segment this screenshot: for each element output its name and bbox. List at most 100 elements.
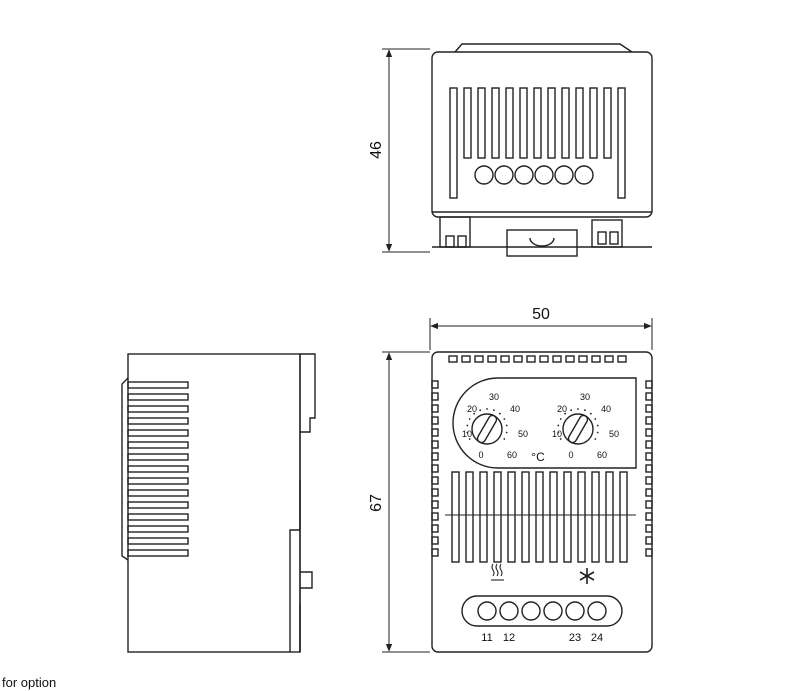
scale-dot bbox=[557, 424, 560, 427]
fan-icon bbox=[579, 568, 595, 584]
terminal-label-23: 23 bbox=[569, 632, 581, 644]
dial-right-scale: 0 10 20 30 40 50 60 bbox=[552, 392, 619, 460]
front-vent-rib bbox=[479, 471, 488, 563]
front-right-vent-slot bbox=[645, 500, 653, 509]
front-top-vent-slot bbox=[578, 355, 588, 363]
scale-dot bbox=[577, 408, 579, 410]
top-vent-slot bbox=[547, 87, 556, 159]
front-right-vent-slot bbox=[645, 452, 653, 461]
front-right-vent-slot bbox=[645, 524, 653, 533]
front-left-vent-slot bbox=[431, 476, 439, 485]
front-vent-rib bbox=[549, 471, 558, 563]
heater-icon bbox=[491, 563, 504, 581]
top-vent-slot bbox=[449, 87, 458, 199]
scale-dot bbox=[468, 418, 471, 420]
scale-dot bbox=[589, 412, 592, 415]
top-vent-slot bbox=[575, 87, 584, 159]
thermostat-dial-cooling[interactable] bbox=[562, 413, 594, 445]
side-vent-slot bbox=[127, 405, 189, 413]
scale-dot bbox=[505, 424, 508, 427]
din-clips bbox=[432, 216, 652, 257]
dim-top-height: 46 bbox=[368, 141, 385, 159]
front-left-vent-slot bbox=[431, 380, 439, 389]
front-right-vent-slot bbox=[645, 536, 653, 545]
top-vent-slot bbox=[603, 87, 612, 159]
front-top-vent-row bbox=[448, 355, 627, 363]
front-top-vent-slot bbox=[448, 355, 458, 363]
front-vent-rib bbox=[465, 471, 474, 563]
scale-dot bbox=[466, 424, 469, 427]
scale-dot bbox=[466, 431, 469, 434]
front-right-vent-slot bbox=[645, 404, 653, 413]
front-vent-rib bbox=[507, 471, 516, 563]
top-vent-slot bbox=[477, 87, 486, 159]
front-view bbox=[431, 351, 653, 653]
dial-left-tick-30: 30 bbox=[489, 392, 499, 402]
front-vent-rib bbox=[493, 471, 502, 563]
top-terminal-circles bbox=[474, 165, 594, 185]
thermostat-dial-heating[interactable] bbox=[471, 413, 503, 445]
front-top-vent-slot bbox=[487, 355, 497, 363]
front-left-vent-slot bbox=[431, 440, 439, 449]
dial-panel bbox=[452, 377, 637, 469]
dial-right-tick-10: 10 bbox=[552, 429, 562, 439]
dial-left-tick-10: 10 bbox=[462, 429, 472, 439]
scale-dot bbox=[596, 424, 599, 427]
scale-dot bbox=[594, 438, 597, 440]
side-vent-slot bbox=[127, 453, 189, 461]
side-vent-slot bbox=[127, 549, 189, 557]
front-top-vent-slot bbox=[500, 355, 510, 363]
front-right-vent-slot bbox=[645, 440, 653, 449]
front-left-vent-slot bbox=[431, 392, 439, 401]
scale-dot bbox=[557, 431, 560, 434]
scale-dot bbox=[559, 418, 562, 420]
front-right-vent-slot bbox=[645, 512, 653, 521]
side-view bbox=[121, 353, 316, 653]
front-left-vent-slot bbox=[431, 488, 439, 497]
front-left-vent-column bbox=[431, 380, 439, 557]
dial-left-tick-20: 20 bbox=[467, 404, 477, 414]
scale-dot bbox=[594, 418, 597, 420]
side-vent-slot bbox=[127, 441, 189, 449]
side-vent-slot bbox=[127, 417, 189, 425]
front-vent-rib bbox=[577, 471, 586, 563]
dimension-46 bbox=[382, 48, 430, 253]
front-left-vent-slot bbox=[431, 524, 439, 533]
front-vent-rib bbox=[451, 471, 460, 563]
front-vent-ribs bbox=[445, 471, 636, 563]
dial-right-tick-20: 20 bbox=[557, 404, 567, 414]
caption: for option bbox=[2, 675, 57, 690]
scale-dot bbox=[498, 412, 501, 415]
front-left-vent-slot bbox=[431, 404, 439, 413]
scale-dot bbox=[503, 418, 506, 420]
side-vent-slot bbox=[127, 477, 189, 485]
front-top-vent-slot bbox=[565, 355, 575, 363]
dial-right-tick-60: 60 bbox=[597, 450, 607, 460]
front-left-vent-slot bbox=[431, 416, 439, 425]
dial-left-scale: 0 10 20 30 40 50 60 bbox=[462, 392, 528, 460]
front-left-vent-slot bbox=[431, 500, 439, 509]
front-right-vent-slot bbox=[645, 392, 653, 401]
top-vent-slots bbox=[449, 87, 626, 199]
front-left-vent-slot bbox=[431, 428, 439, 437]
top-vent-slot bbox=[505, 87, 514, 159]
top-vent-slot bbox=[589, 87, 598, 159]
dial-scale-dots bbox=[466, 408, 599, 440]
scale-dot bbox=[596, 431, 599, 434]
dial-left-tick-0: 0 bbox=[478, 450, 483, 460]
dim-front-width: 50 bbox=[532, 306, 550, 323]
dial-left-tick-40: 40 bbox=[510, 404, 520, 414]
front-left-vent-slot bbox=[431, 452, 439, 461]
scale-dot bbox=[570, 409, 573, 412]
side-vent-slots bbox=[127, 381, 189, 557]
side-vent-slot bbox=[127, 537, 189, 545]
front-vent-rib bbox=[619, 471, 628, 563]
front-left-vent-slot bbox=[431, 536, 439, 545]
scale-dot bbox=[486, 408, 488, 410]
dimension-67 bbox=[382, 351, 430, 653]
front-right-vent-slot bbox=[645, 428, 653, 437]
top-vent-slot bbox=[519, 87, 528, 159]
front-right-vent-slot bbox=[645, 416, 653, 425]
scale-dot bbox=[559, 438, 562, 440]
side-vent-slot bbox=[127, 381, 189, 389]
